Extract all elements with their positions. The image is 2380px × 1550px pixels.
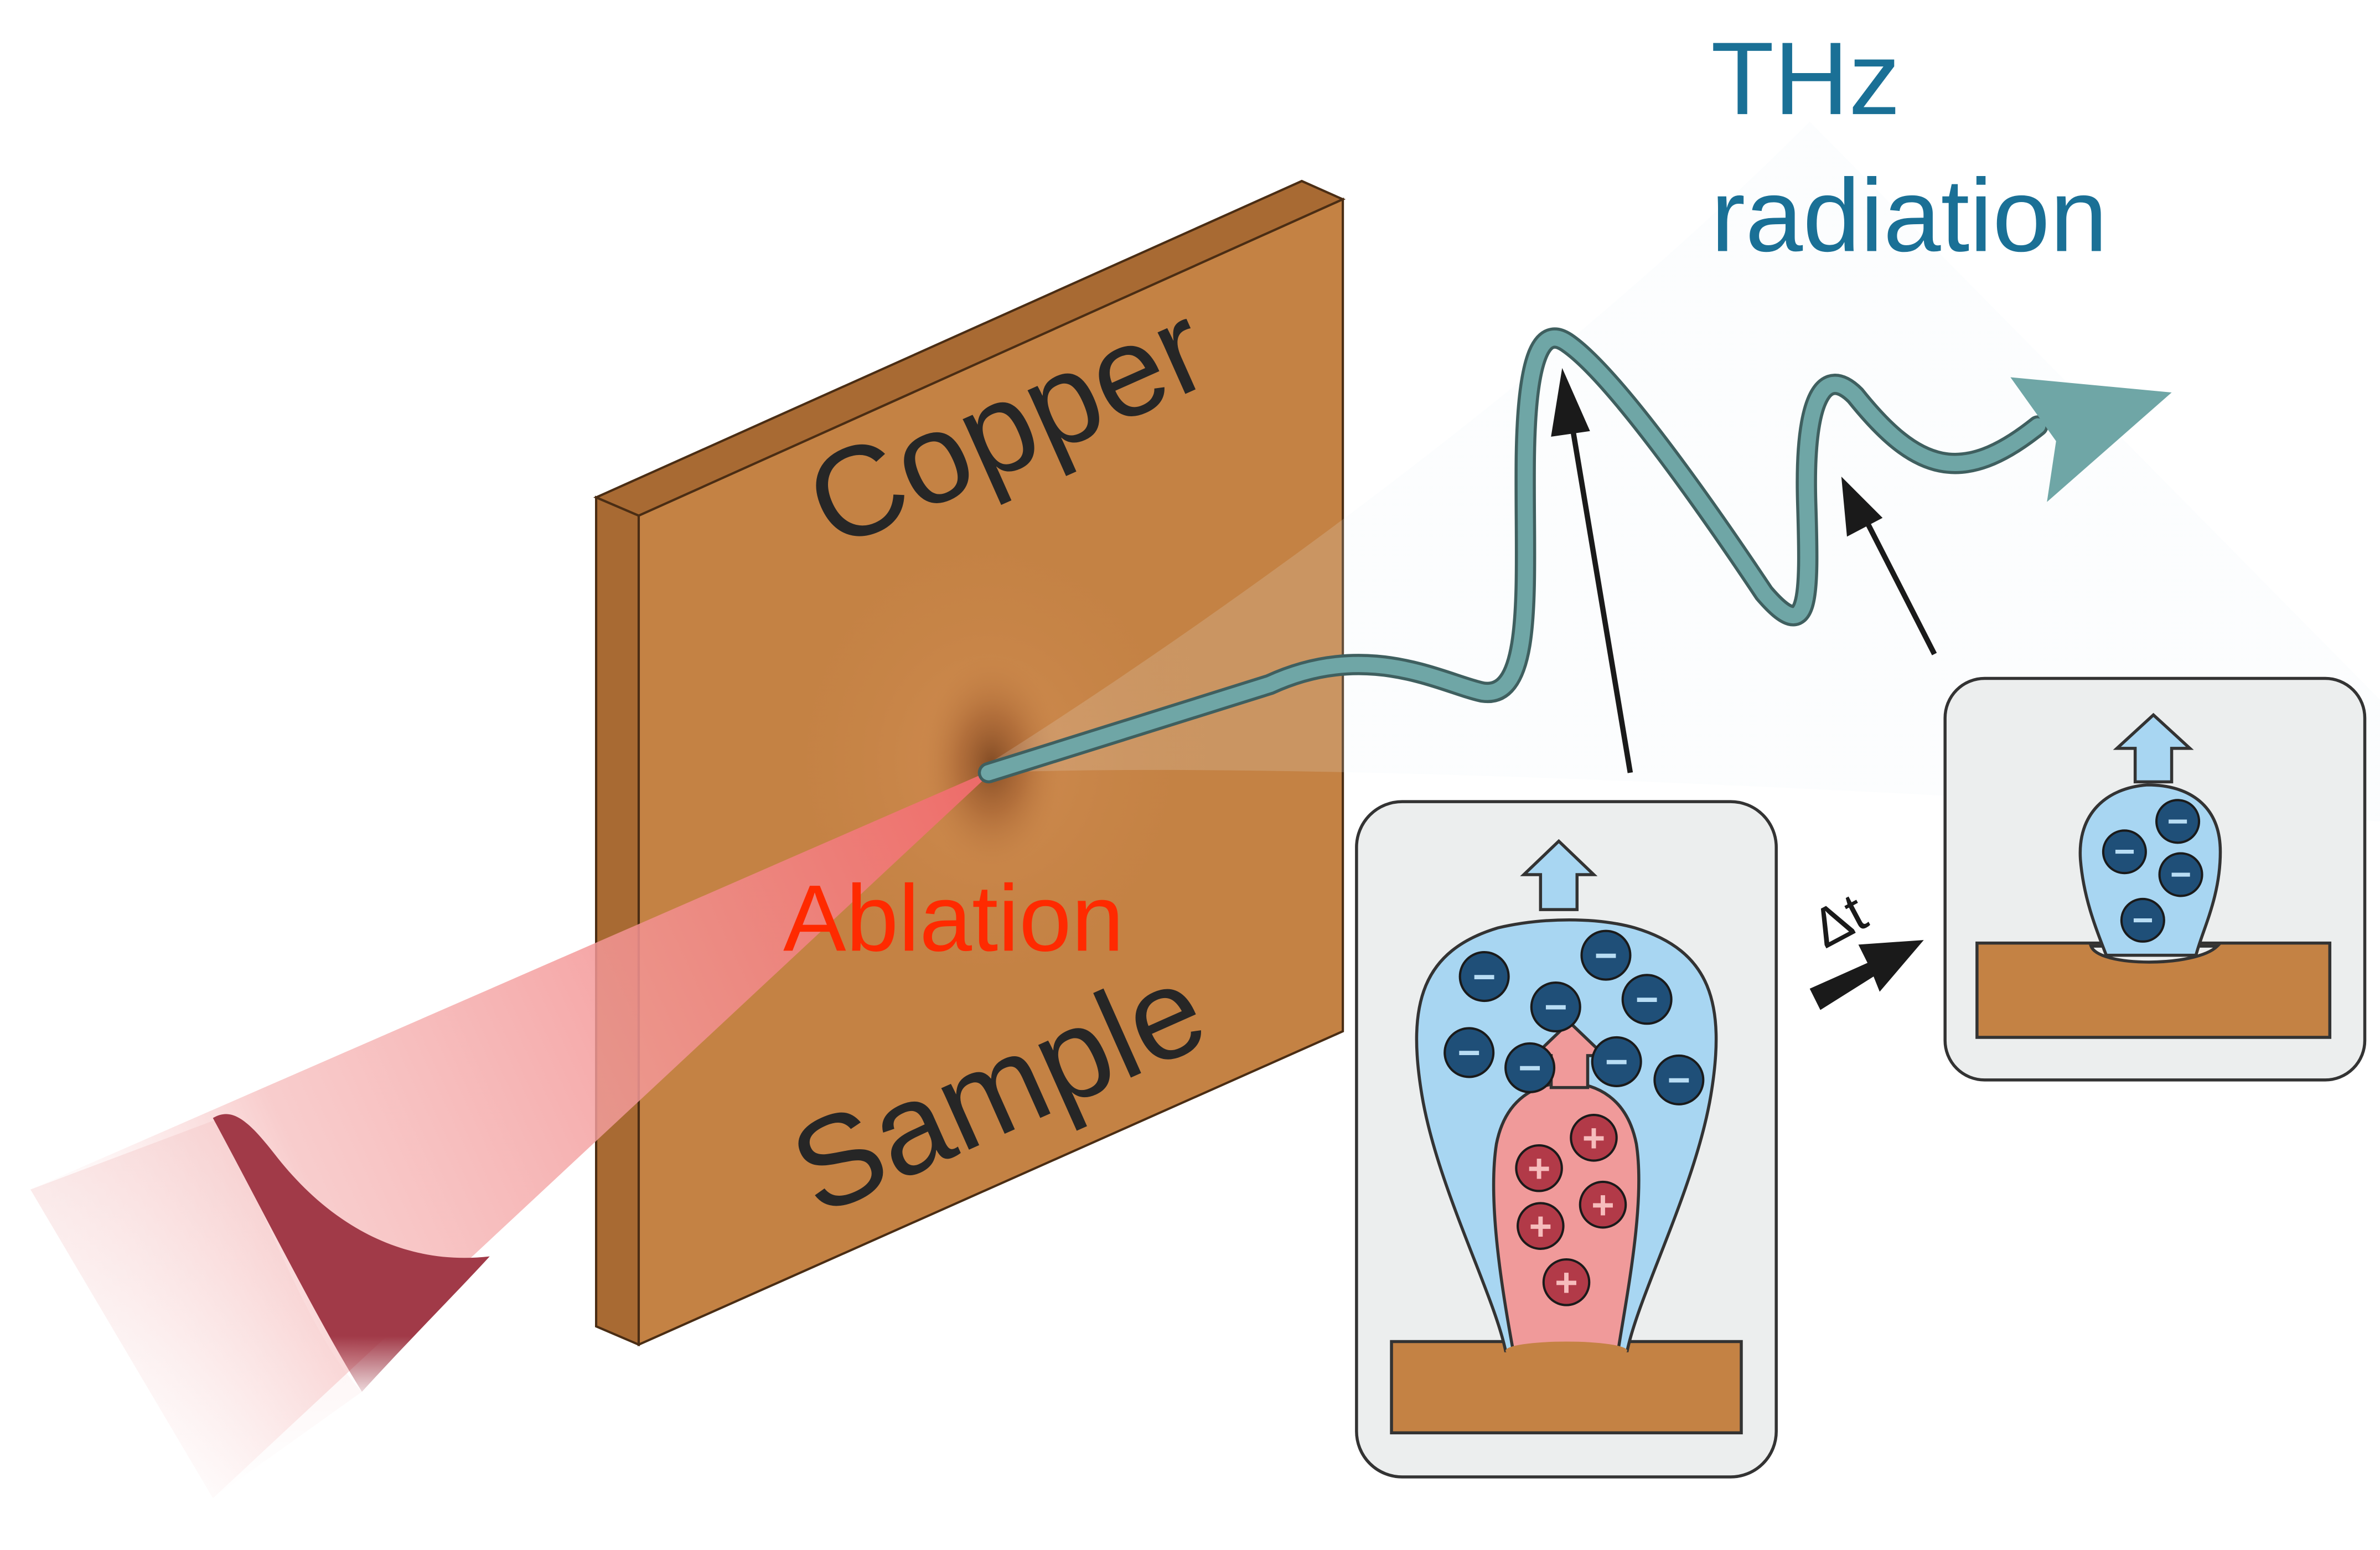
svg-text:−: − — [1636, 978, 1659, 1022]
electron-up-arrow-2 — [2113, 712, 2194, 784]
electron: − — [2120, 897, 2165, 943]
svg-text:−: − — [2114, 831, 2135, 872]
electron: − — [1504, 1042, 1556, 1093]
svg-text:+: + — [1582, 1116, 1606, 1160]
electron: − — [1458, 951, 1510, 1003]
electron: − — [1530, 981, 1581, 1033]
thz-label-line1: THz — [1711, 20, 1900, 136]
svg-text:−: − — [1457, 1031, 1481, 1075]
electron: − — [1580, 929, 1632, 981]
svg-text:−: − — [1518, 1046, 1541, 1091]
crater-1 — [1505, 1341, 1627, 1360]
ion: + — [1542, 1258, 1591, 1306]
svg-text:−: − — [2167, 800, 2188, 841]
svg-text:+: + — [1555, 1260, 1578, 1305]
ion: + — [1517, 1202, 1565, 1250]
svg-text:−: − — [2170, 854, 2192, 895]
inset-plume-early: − − − − − − − − + + + + + — [1355, 800, 1778, 1479]
ions-1: + + + + + — [1515, 1114, 1627, 1306]
ablation-label: Ablation — [783, 866, 1124, 971]
pointer-arrowhead-1 — [1551, 368, 1590, 437]
pulse-tail — [30, 1118, 362, 1499]
thz-wave — [977, 327, 2172, 784]
electron: − — [2158, 852, 2203, 897]
svg-text:−: − — [1605, 1040, 1628, 1084]
pointer-arrowhead-2 — [1841, 477, 1883, 537]
thz-label-line2: radiation — [1711, 157, 2108, 273]
svg-text:−: − — [1595, 933, 1618, 978]
svg-text:−: − — [2132, 899, 2154, 940]
electron: − — [1443, 1027, 1495, 1078]
electron: − — [1621, 974, 1673, 1025]
pointer-arrow-2 — [1860, 513, 1937, 655]
electrons-1: − − − − − − − − — [1443, 929, 1705, 1105]
ion: + — [1515, 1144, 1563, 1192]
svg-text:−: − — [1544, 985, 1567, 1030]
svg-text:+: + — [1591, 1183, 1615, 1227]
pointer-arrows — [1551, 368, 1937, 773]
electrons-2: − − − − — [2102, 799, 2203, 943]
plate-side-edge — [595, 495, 640, 1347]
electron: − — [1591, 1036, 1642, 1087]
svg-text:+: + — [1528, 1146, 1551, 1191]
electron: − — [1653, 1054, 1705, 1105]
electron-up-arrow-1 — [1520, 839, 1598, 911]
pointer-arrow-1 — [1568, 417, 1633, 773]
time-step-indicator: Δt — [1802, 881, 1924, 1010]
svg-text:−: − — [1473, 955, 1496, 999]
pulse-envelope — [213, 1114, 490, 1392]
inset-plume-late: − − − − — [1943, 676, 2367, 1082]
electron: − — [2155, 799, 2201, 844]
thz-wave-fill — [981, 330, 2046, 781]
laser-pulse — [30, 1114, 490, 1499]
ion: + — [1579, 1180, 1627, 1229]
thz-arrowhead — [2010, 377, 2172, 502]
ion: + — [1570, 1114, 1618, 1162]
svg-text:+: + — [1529, 1204, 1552, 1248]
time-step-arrow — [1809, 940, 1924, 1010]
svg-text:−: − — [1667, 1058, 1690, 1103]
electron: − — [2102, 829, 2147, 875]
